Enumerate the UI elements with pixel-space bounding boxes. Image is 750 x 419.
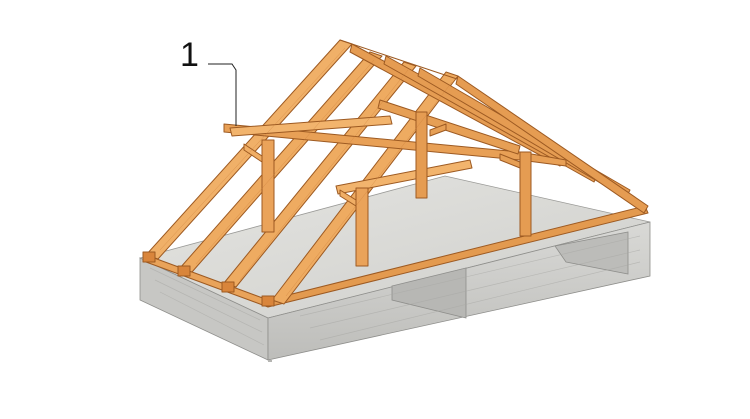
callout-leader-line <box>208 63 237 126</box>
support-beam-back <box>554 231 629 275</box>
rafter-foot-1 <box>142 251 156 263</box>
brace-right <box>499 153 521 169</box>
post-middle <box>355 187 369 267</box>
support-beam-middle <box>391 267 467 319</box>
post-back-right <box>519 151 532 237</box>
wood-grain-detail <box>159 47 453 297</box>
slab-shading <box>149 235 641 346</box>
support-beam-front <box>268 360 272 362</box>
post-back-left <box>415 111 428 199</box>
brace-back <box>429 123 447 137</box>
rafter-right-4 <box>455 75 649 214</box>
rafter-foot-3 <box>221 281 235 293</box>
collar-tie-back <box>377 99 521 155</box>
callout-label-1: 1 <box>180 36 199 74</box>
rafter-foot-2 <box>177 265 191 277</box>
post-front <box>261 139 275 233</box>
brace-front <box>243 143 263 163</box>
rafter-foot-4 <box>261 295 275 307</box>
collar-tie-front <box>229 115 393 137</box>
timber-roof-frame <box>142 39 649 308</box>
